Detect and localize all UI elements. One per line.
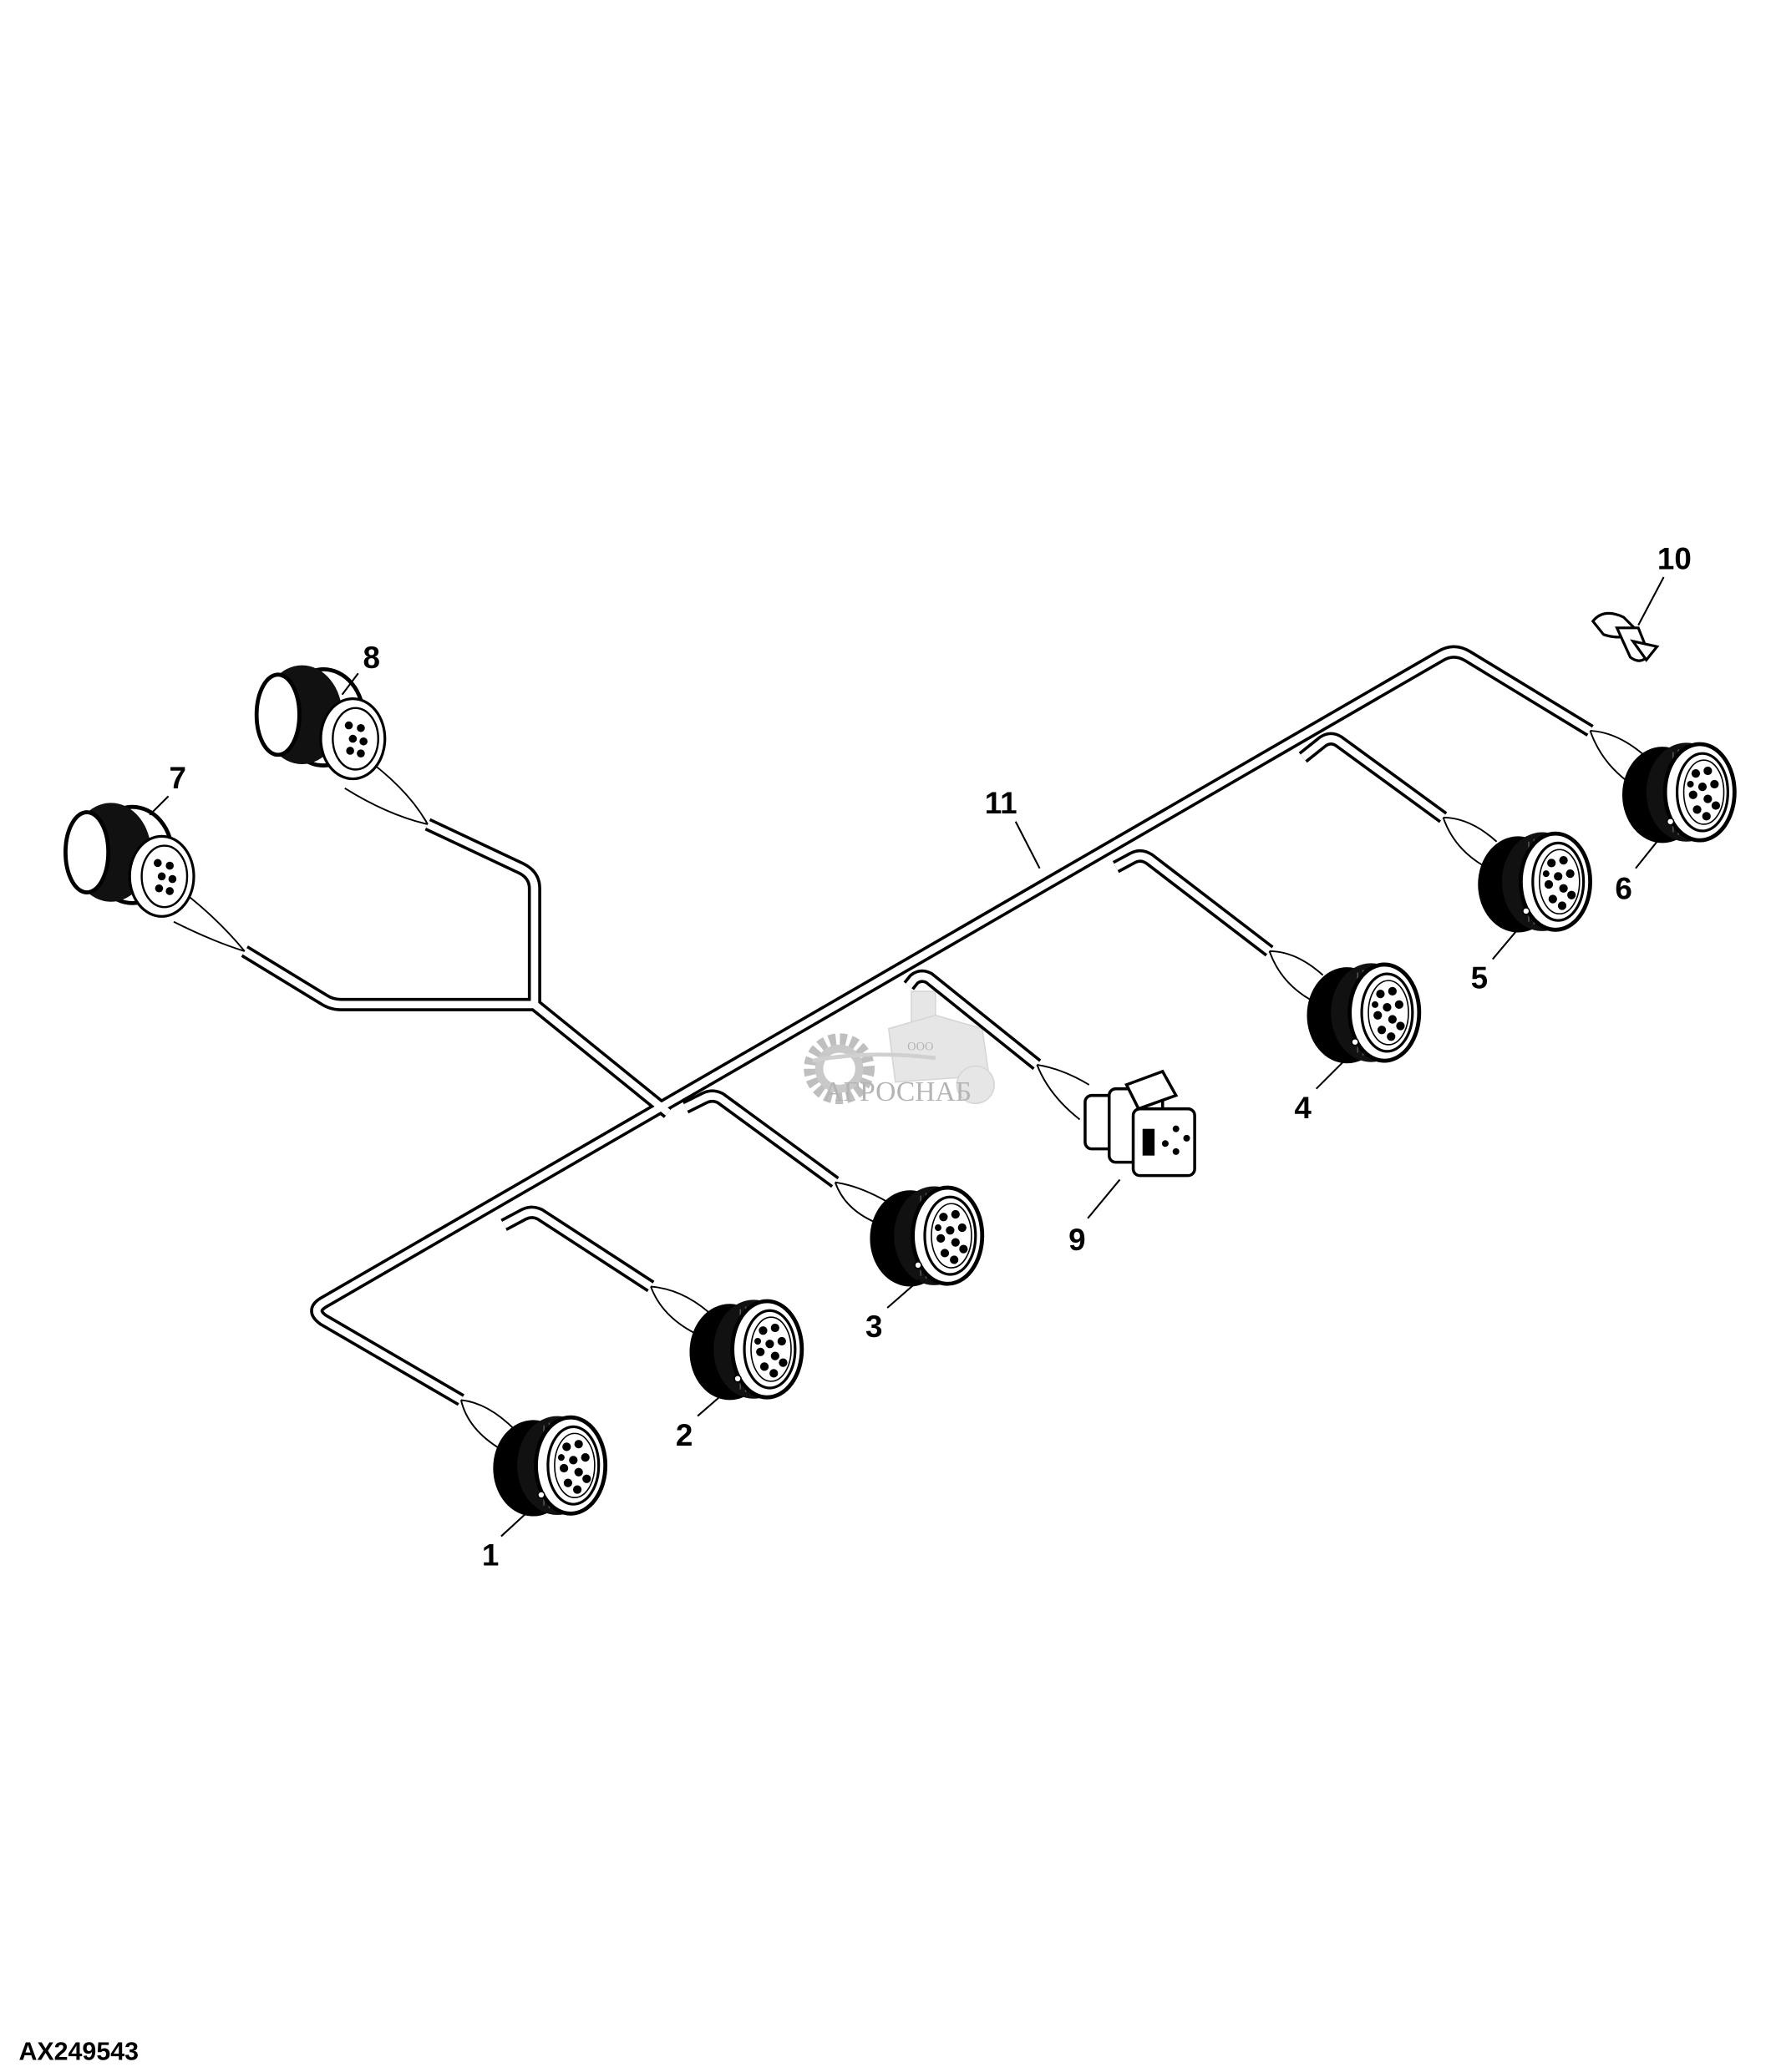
figure-id: AX249543	[18, 2038, 139, 2066]
callout-3: 3	[865, 1310, 882, 1344]
connector-3	[870, 1186, 982, 1286]
callout-11: 11	[985, 786, 1017, 820]
callout-7: 7	[170, 761, 186, 795]
connector-4	[1307, 963, 1418, 1063]
watermark-prefix: ООО	[907, 1040, 933, 1053]
callout-2: 2	[676, 1418, 693, 1452]
connector-2	[689, 1299, 801, 1400]
watermark-name: АГРОСНАБ	[823, 1077, 972, 1107]
connector-8	[256, 666, 385, 779]
callout-9: 9	[1068, 1223, 1085, 1257]
leader-lines	[149, 576, 1665, 1538]
connector-6	[1622, 742, 1734, 843]
connector-1	[493, 1416, 605, 1517]
callout-4: 4	[1294, 1091, 1312, 1125]
callout-1: 1	[482, 1538, 499, 1573]
callout-8: 8	[363, 641, 380, 675]
connector-7	[65, 803, 194, 916]
connector-5	[1478, 833, 1590, 933]
callout-6: 6	[1615, 872, 1631, 906]
connector-10-clip	[1591, 611, 1660, 662]
combine-harvester-icon	[887, 990, 995, 1105]
gear-icon	[804, 1033, 875, 1105]
wiring-harness	[173, 645, 1645, 1451]
watermark-logo: ООО АГРОСНАБ	[804, 990, 995, 1107]
callout-5: 5	[1471, 961, 1488, 995]
callout-10: 10	[1657, 541, 1692, 575]
connector-9	[1083, 1069, 1196, 1178]
